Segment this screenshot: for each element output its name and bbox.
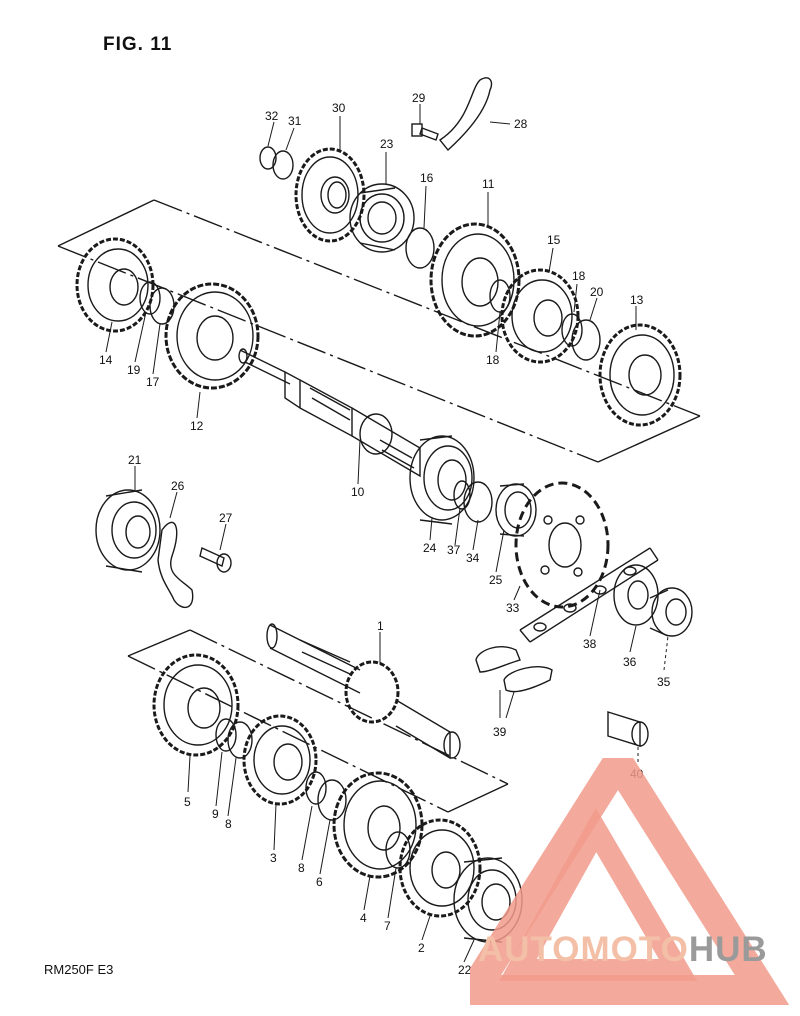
label-8-b: 8 xyxy=(298,861,305,875)
label-26: 26 xyxy=(171,479,185,493)
label-24: 24 xyxy=(423,541,437,555)
bearing-23 xyxy=(349,183,415,253)
gear-13 xyxy=(598,323,682,427)
watermark-logo xyxy=(470,758,790,1005)
label-16: 16 xyxy=(420,171,434,185)
watermark-text-part1: AUTOMOTO xyxy=(478,930,689,969)
bolt-29 xyxy=(411,123,439,141)
label-13: 13 xyxy=(630,293,644,307)
ring-37 xyxy=(453,480,471,510)
gear-14 xyxy=(75,237,155,333)
label-34: 34 xyxy=(466,551,480,565)
nut-35 xyxy=(649,587,693,637)
washer-8-b xyxy=(305,771,327,805)
label-3: 3 xyxy=(270,851,277,865)
gear-3 xyxy=(242,714,318,806)
circlip-6 xyxy=(317,779,347,821)
label-32: 32 xyxy=(265,109,279,123)
circlip-18-upper xyxy=(561,313,583,347)
leader-lines xyxy=(105,104,669,963)
label-2: 2 xyxy=(418,941,425,955)
washer-19 xyxy=(139,281,161,315)
plate-26 xyxy=(157,521,194,609)
part-labels: 30 31 32 29 28 23 16 11 15 18 20 13 18 1… xyxy=(99,91,671,977)
label-19: 19 xyxy=(127,363,141,377)
countershaft-10 xyxy=(238,348,421,478)
label-27: 27 xyxy=(219,511,233,525)
washer-20 xyxy=(571,319,601,361)
gear-30 xyxy=(294,147,366,243)
retainer-28 xyxy=(438,77,493,152)
label-18-a: 18 xyxy=(572,269,586,283)
spacer-25 xyxy=(495,483,537,537)
circlip-17 xyxy=(149,287,175,325)
label-11: 11 xyxy=(482,177,495,191)
label-38: 38 xyxy=(583,637,597,651)
gear-12 xyxy=(164,282,260,390)
label-25: 25 xyxy=(489,573,503,587)
bearing-21 xyxy=(95,489,161,573)
label-10: 10 xyxy=(351,485,365,499)
model-code: RM250F E3 xyxy=(44,962,114,977)
sprocket-33 xyxy=(514,481,610,609)
label-37: 37 xyxy=(447,543,461,557)
countershaft-box xyxy=(57,199,701,463)
ring-16 xyxy=(405,227,435,269)
figure-title: FIG. 11 xyxy=(103,34,173,55)
circlip-18-lower xyxy=(489,279,511,313)
washer-31 xyxy=(272,150,294,180)
gear-2 xyxy=(398,818,482,918)
master-link-39 xyxy=(475,646,553,693)
gear-11 xyxy=(429,222,521,338)
label-1: 1 xyxy=(377,619,384,633)
label-5: 5 xyxy=(184,795,191,809)
label-33: 33 xyxy=(506,601,520,615)
label-23: 23 xyxy=(380,137,394,151)
gear-15 xyxy=(500,268,580,364)
label-30: 30 xyxy=(332,101,346,115)
bearing-24 xyxy=(409,435,475,525)
label-20: 20 xyxy=(590,285,604,299)
label-6: 6 xyxy=(316,875,323,889)
circlip-32 xyxy=(259,146,277,170)
label-12: 12 xyxy=(190,419,204,433)
gear-5 xyxy=(152,653,240,757)
label-39: 39 xyxy=(493,725,507,739)
bolt-27 xyxy=(199,547,232,573)
label-22: 22 xyxy=(458,963,472,977)
label-4: 4 xyxy=(360,911,367,925)
label-29: 29 xyxy=(412,91,426,105)
washer-7 xyxy=(385,831,411,869)
driveshaft-1 xyxy=(266,623,461,760)
label-8-a: 8 xyxy=(225,817,232,831)
label-9: 9 xyxy=(212,807,219,821)
washer-8-a xyxy=(227,721,253,759)
label-28: 28 xyxy=(514,117,528,131)
label-21: 21 xyxy=(128,453,142,467)
label-18-b: 18 xyxy=(486,353,500,367)
circlip-9 xyxy=(215,718,237,752)
gear-4 xyxy=(332,771,424,879)
label-31: 31 xyxy=(288,114,302,128)
label-35: 35 xyxy=(657,675,671,689)
watermark-text: AUTOMOTOHUB xyxy=(478,930,768,970)
bushing-40 xyxy=(607,711,649,747)
chain-38 xyxy=(519,547,659,643)
label-15: 15 xyxy=(547,233,561,247)
watermark-text-part2: HUB xyxy=(688,930,768,969)
label-36: 36 xyxy=(623,655,637,669)
label-14: 14 xyxy=(99,353,113,367)
label-17: 17 xyxy=(146,375,160,389)
label-7: 7 xyxy=(384,919,391,933)
